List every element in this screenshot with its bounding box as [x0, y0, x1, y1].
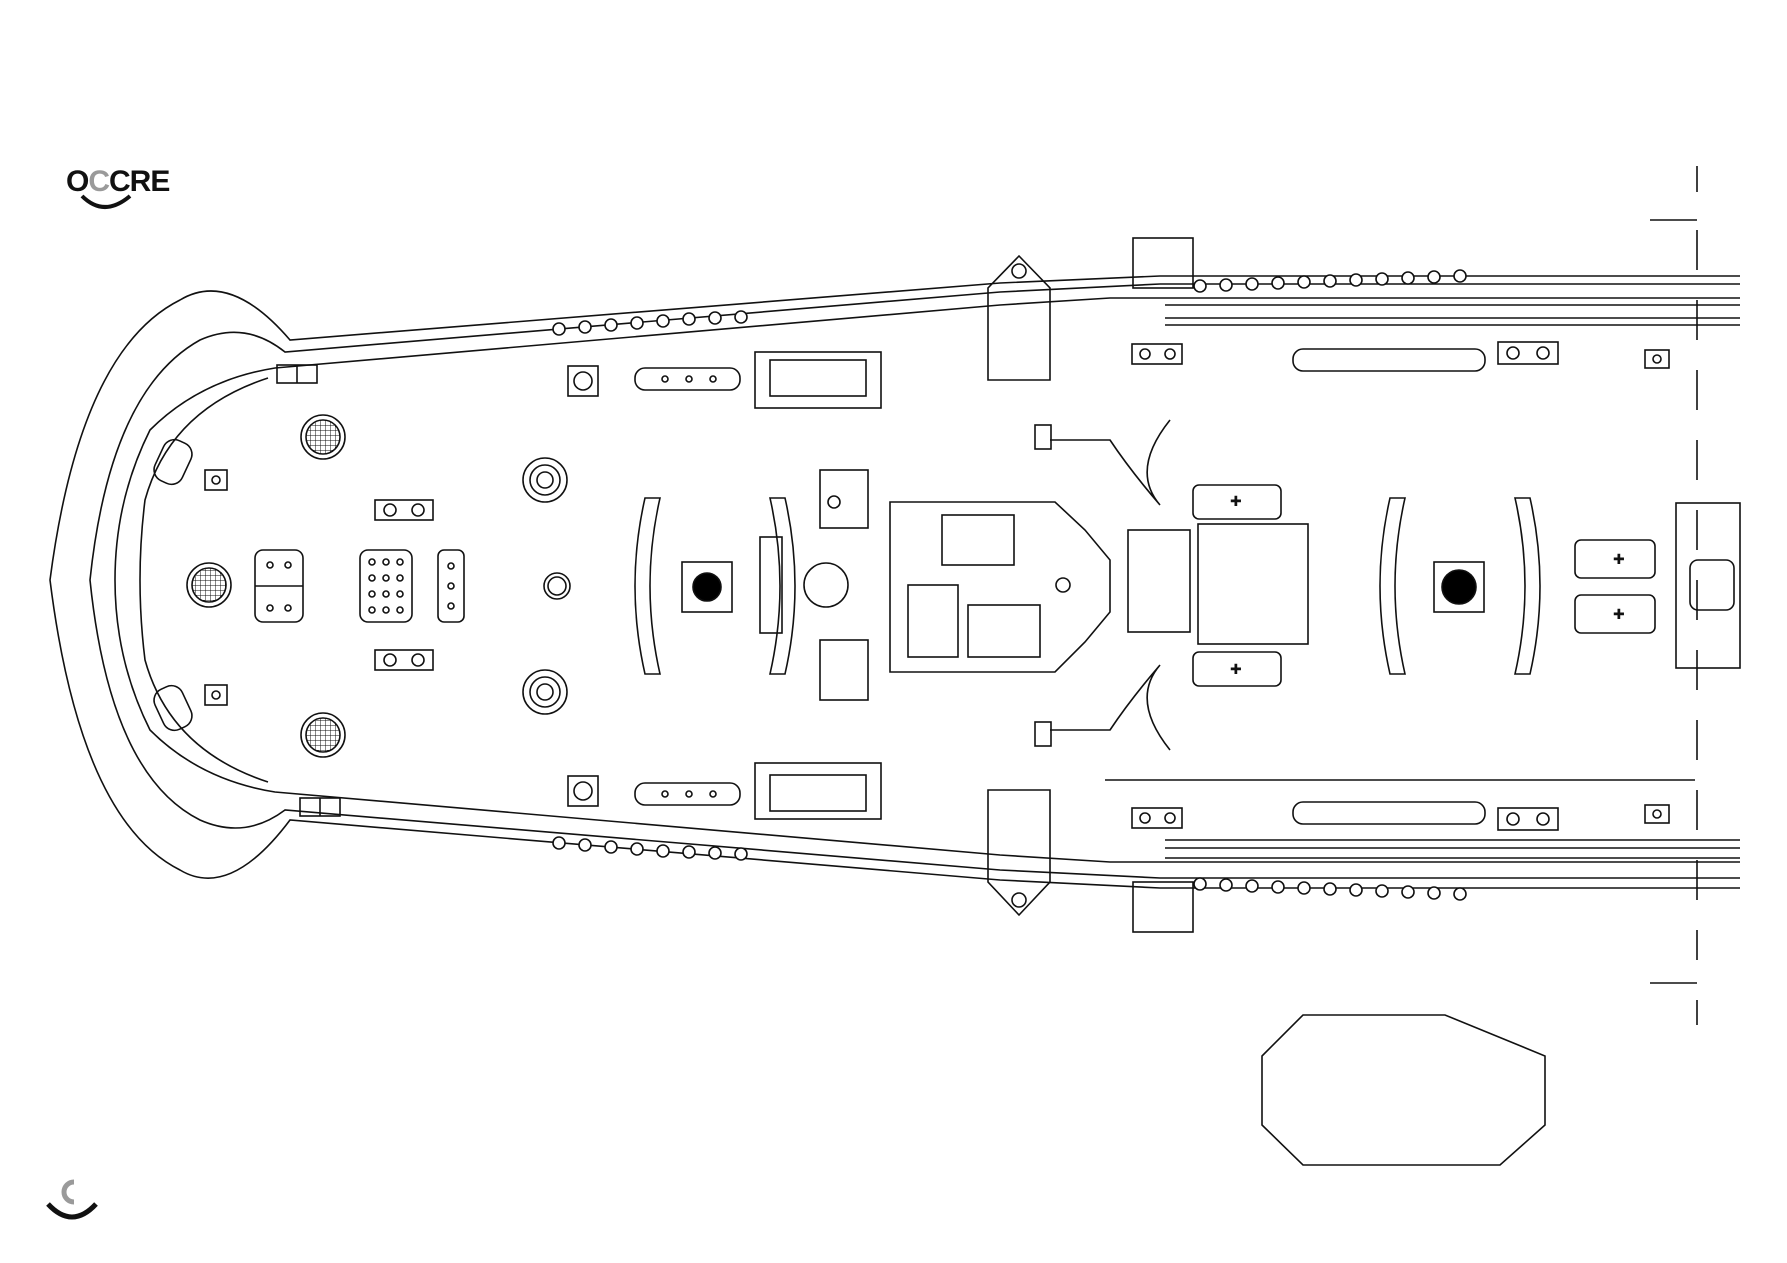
mast-partners	[682, 562, 1484, 612]
svg-text:✚: ✚	[1613, 551, 1625, 567]
occre-c-mark-icon	[44, 1170, 104, 1230]
svg-text:✚: ✚	[1230, 493, 1242, 509]
forward-bitts	[255, 500, 464, 670]
capstans	[523, 366, 598, 806]
deadeyes-bottom-aft	[1194, 878, 1466, 900]
aft-gratings: ✚ ✚ ✚ ✚	[1128, 485, 1655, 686]
stern-house	[1676, 503, 1740, 668]
occre-smile-icon	[78, 192, 138, 216]
channel-block-top	[1133, 238, 1193, 288]
side-rails	[1105, 305, 1740, 858]
pinrails	[635, 498, 1540, 674]
deadeyes-top-aft	[1194, 270, 1466, 292]
svg-text:✚: ✚	[1230, 661, 1242, 677]
octagon-piece	[1262, 1015, 1545, 1165]
chain-plates	[988, 256, 1050, 915]
fife-rails-aft	[1132, 342, 1669, 830]
forecastle-structure	[760, 470, 1110, 700]
svg-text:✚: ✚	[1613, 606, 1625, 622]
deck-hatches	[755, 352, 881, 819]
channel-block-bottom	[1133, 882, 1193, 932]
deadeyes-top-forward	[553, 311, 747, 335]
